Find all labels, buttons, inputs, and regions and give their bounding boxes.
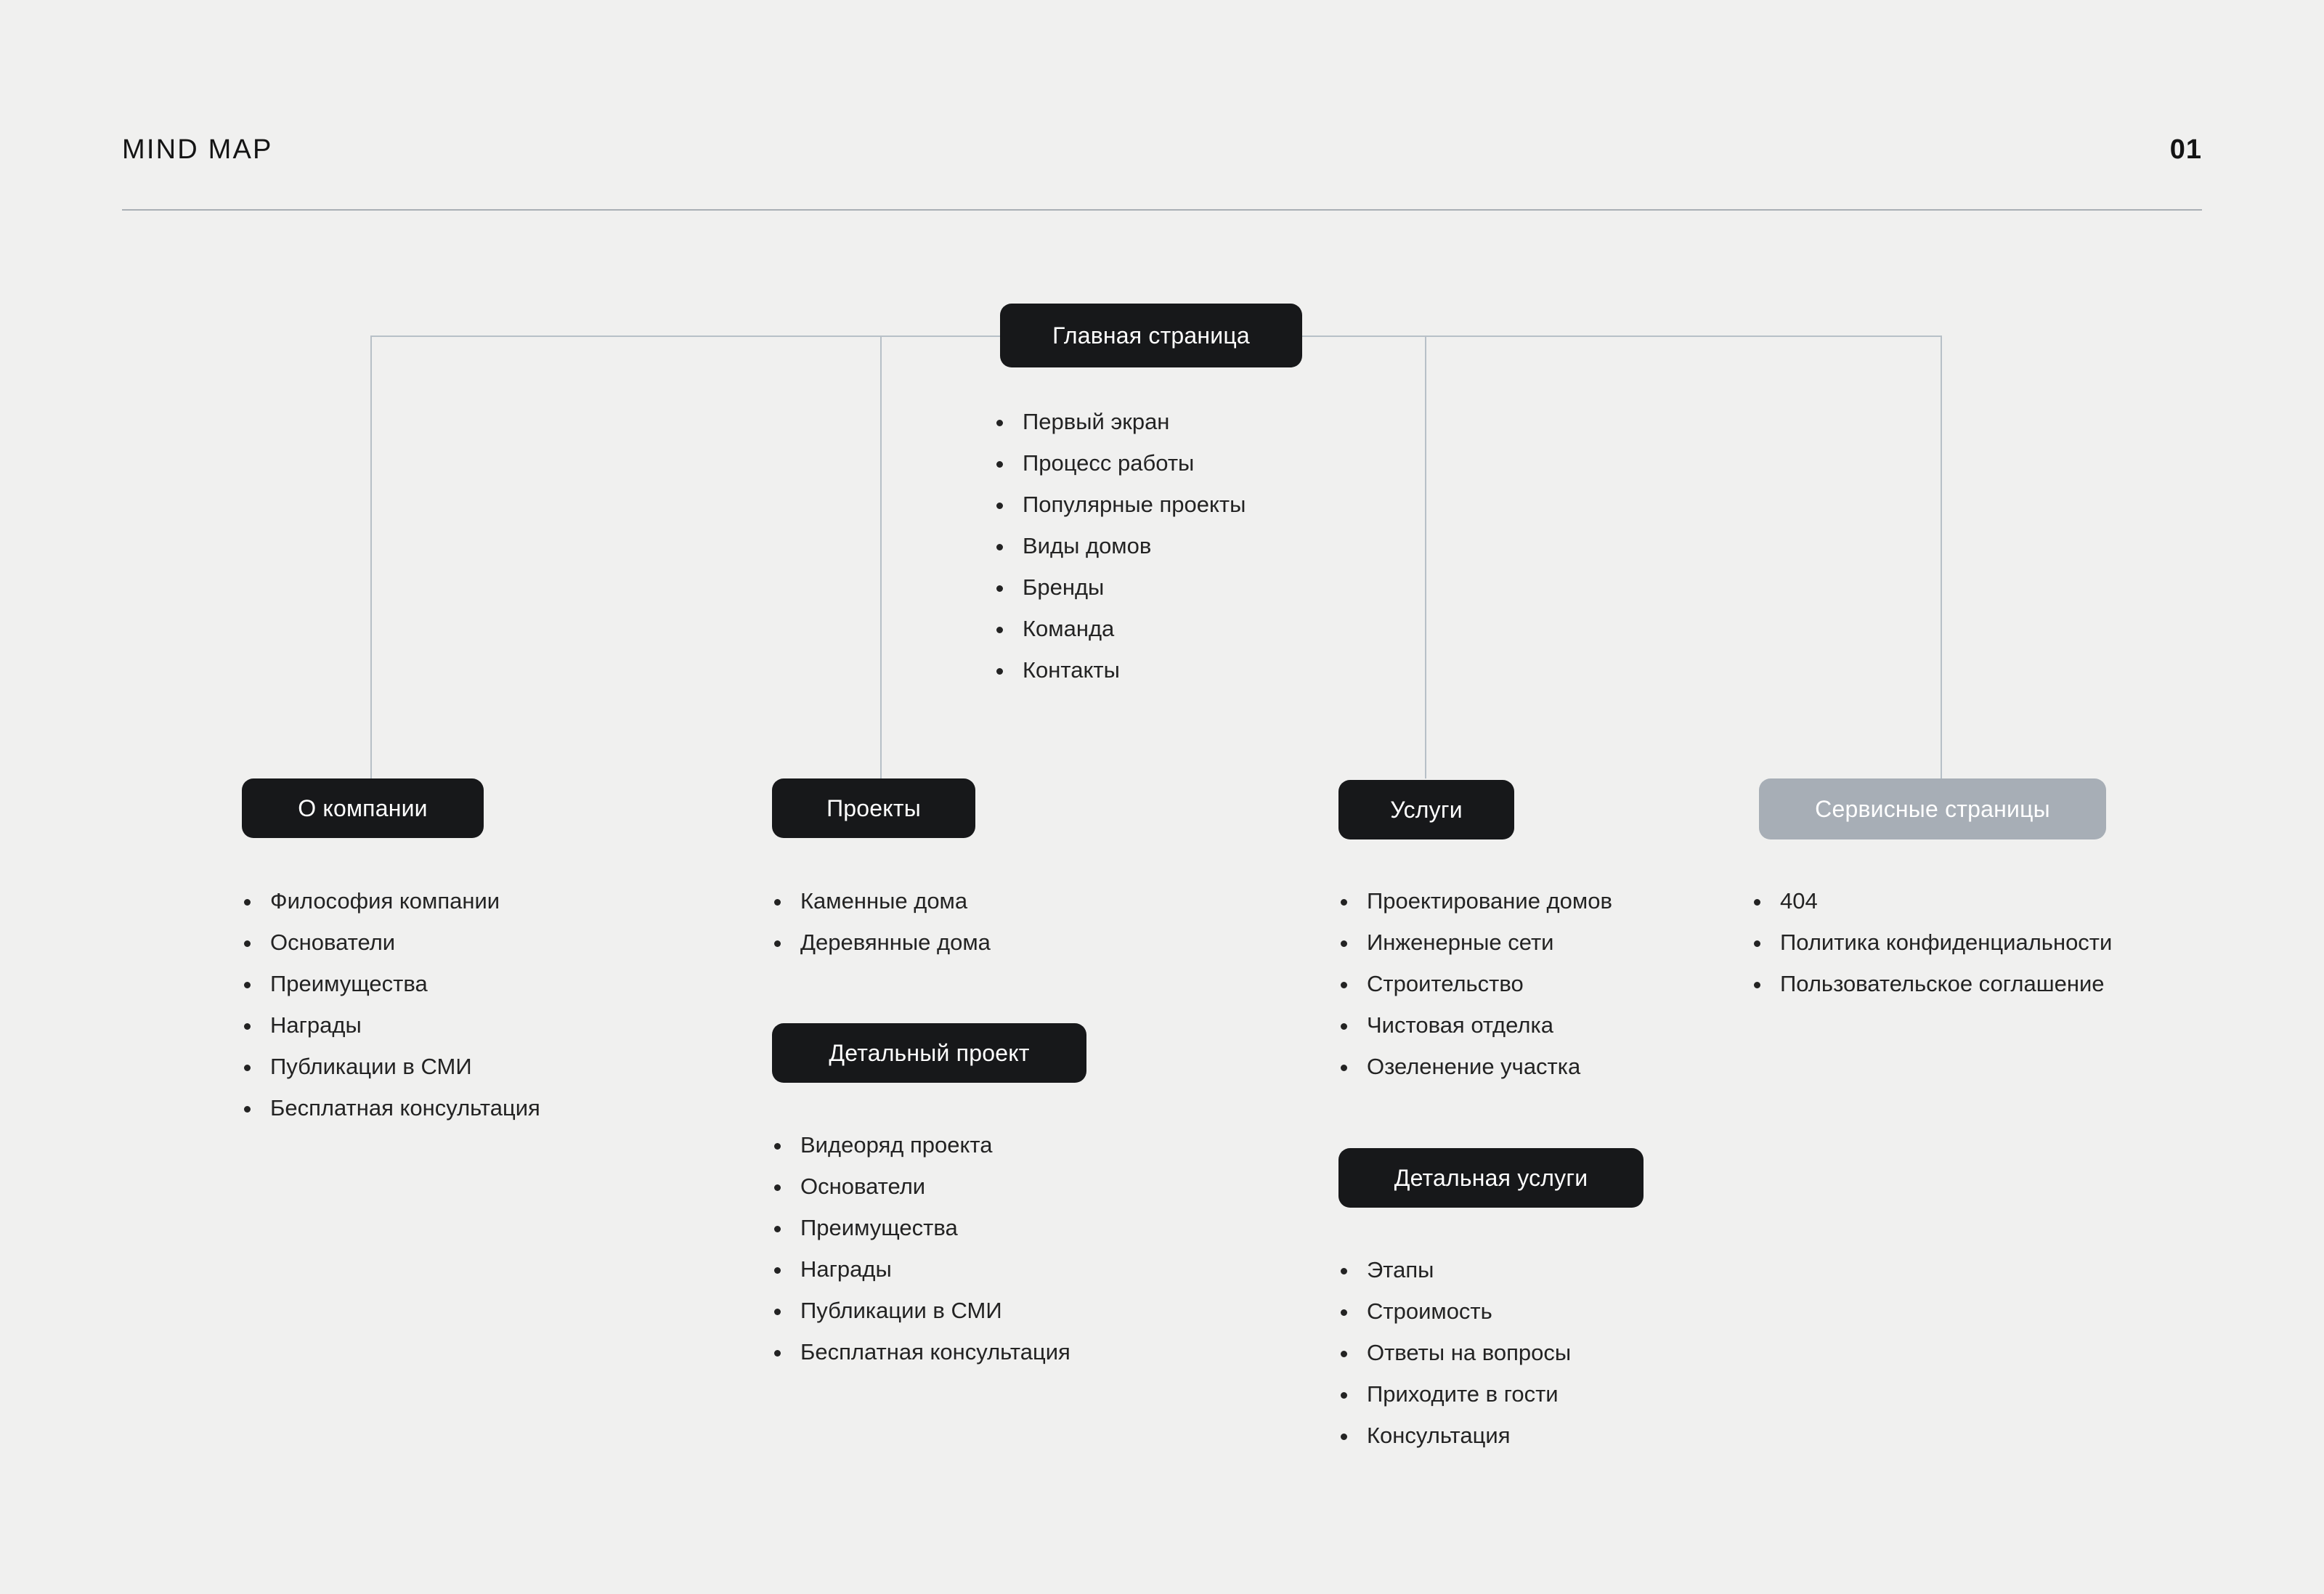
list-item[interactable]: Деревянные дома bbox=[773, 922, 991, 963]
list-item[interactable]: Основатели bbox=[773, 1166, 1070, 1207]
connector-vertical-projects bbox=[880, 336, 882, 778]
list-item[interactable]: Ответы на вопросы bbox=[1339, 1332, 1571, 1373]
list-item[interactable]: Виды домов bbox=[995, 525, 1246, 566]
node-root-label: Главная страница bbox=[1052, 322, 1250, 349]
list-item[interactable]: Каменные дома bbox=[773, 880, 991, 922]
list-item[interactable]: Инженерные сети bbox=[1339, 922, 1612, 963]
node-branch-label: Проекты bbox=[826, 794, 921, 821]
list-item[interactable]: Бесплатная консультация bbox=[243, 1087, 540, 1129]
node-branch-label: Услуги bbox=[1390, 796, 1463, 823]
list-item[interactable]: Приходите в гости bbox=[1339, 1373, 1571, 1415]
list-item[interactable]: Философия компании bbox=[243, 880, 540, 922]
page-header: MIND MAP 01 bbox=[122, 134, 2202, 166]
list-item[interactable]: Публикации в СМИ bbox=[243, 1046, 540, 1087]
list-item[interactable]: Строимость bbox=[1339, 1290, 1571, 1332]
list-branch-service-pages: 404 Политика конфиденциальности Пользова… bbox=[1752, 880, 2112, 1004]
node-subbranch-label: Детальный проект bbox=[829, 1039, 1030, 1066]
list-item[interactable]: Строительство bbox=[1339, 963, 1612, 1004]
node-branch-about-company[interactable]: О компании bbox=[242, 778, 484, 838]
list-item[interactable]: Команда bbox=[995, 608, 1246, 649]
list-item[interactable]: Политика конфиденциальности bbox=[1752, 922, 2112, 963]
node-subbranch-detailed-project[interactable]: Детальный проект bbox=[772, 1023, 1086, 1083]
list-item[interactable]: Пользовательское соглашение bbox=[1752, 963, 2112, 1004]
list-item[interactable]: Популярные проекты bbox=[995, 484, 1246, 525]
page-title: MIND MAP bbox=[122, 134, 273, 165]
connector-vertical-service-pages bbox=[1941, 336, 1942, 778]
list-item[interactable]: Основатели bbox=[243, 922, 540, 963]
node-branch-projects[interactable]: Проекты bbox=[772, 778, 975, 838]
list-item[interactable]: Преимущества bbox=[243, 963, 540, 1004]
list-item[interactable]: Награды bbox=[773, 1248, 1070, 1290]
list-item[interactable]: Бесплатная консультация bbox=[773, 1331, 1070, 1373]
page-number: 01 bbox=[2169, 134, 2202, 165]
list-subbranch-detailed-service: Этапы Строимость Ответы на вопросы Прихо… bbox=[1339, 1249, 1571, 1456]
list-item[interactable]: Бренды bbox=[995, 566, 1246, 608]
node-subbranch-label: Детальная услуги bbox=[1394, 1164, 1588, 1191]
list-branch-projects: Каменные дома Деревянные дома bbox=[773, 880, 991, 963]
list-item[interactable]: Проектирование домов bbox=[1339, 880, 1612, 922]
list-root-main-page: Первый экран Процесс работы Популярные п… bbox=[995, 401, 1246, 691]
node-subbranch-detailed-service[interactable]: Детальная услуги bbox=[1338, 1148, 1644, 1208]
list-item[interactable]: Этапы bbox=[1339, 1249, 1571, 1290]
list-item[interactable]: Процесс работы bbox=[995, 442, 1246, 484]
node-branch-label: О компании bbox=[298, 794, 428, 821]
list-item[interactable]: Награды bbox=[243, 1004, 540, 1046]
list-item[interactable]: Озеленение участка bbox=[1339, 1046, 1612, 1087]
list-item[interactable]: Контакты bbox=[995, 649, 1246, 691]
list-subbranch-detailed-project: Видеоряд проекта Основатели Преимущества… bbox=[773, 1124, 1070, 1373]
connector-vertical-services bbox=[1425, 336, 1426, 778]
node-branch-services[interactable]: Услуги bbox=[1338, 780, 1514, 839]
connector-vertical-about bbox=[370, 336, 372, 778]
list-item[interactable]: Чистовая отделка bbox=[1339, 1004, 1612, 1046]
node-branch-label: Сервисные страницы bbox=[1815, 795, 2050, 822]
list-item[interactable]: Публикации в СМИ bbox=[773, 1290, 1070, 1331]
list-item[interactable]: Консультация bbox=[1339, 1415, 1571, 1456]
list-branch-services: Проектирование домов Инженерные сети Стр… bbox=[1339, 880, 1612, 1087]
list-item[interactable]: 404 bbox=[1752, 880, 2112, 922]
node-branch-service-pages[interactable]: Сервисные страницы bbox=[1759, 778, 2106, 839]
list-item[interactable]: Преимущества bbox=[773, 1207, 1070, 1248]
list-item[interactable]: Первый экран bbox=[995, 401, 1246, 442]
list-branch-about-company: Философия компании Основатели Преимущест… bbox=[243, 880, 540, 1129]
node-root-main-page[interactable]: Главная страница bbox=[1000, 304, 1302, 367]
header-divider bbox=[122, 209, 2202, 211]
list-item[interactable]: Видеоряд проекта bbox=[773, 1124, 1070, 1166]
